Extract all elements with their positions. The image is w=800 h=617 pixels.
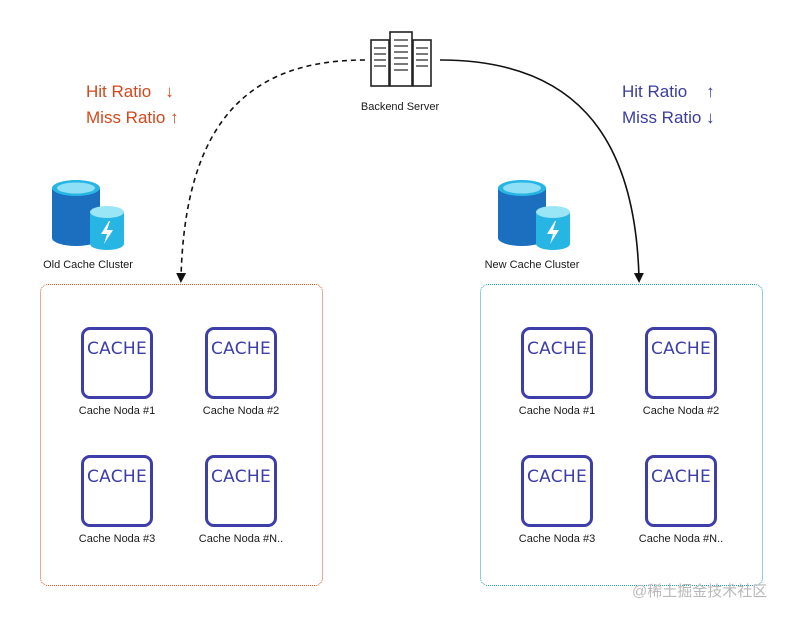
cache-tile: CACHE [205,327,277,399]
new-cluster-ratios: Hit Ratio ↑ Miss Ratio ↓ [622,79,715,131]
cache-node-label: Cache Noda #1 [518,405,596,417]
cache-node-label: Cache Noda #2 [202,405,280,417]
new-cluster-label: New Cache Cluster [484,259,580,271]
server-label: Backend Server [360,101,440,113]
database-cache-icon [52,180,124,250]
hit-ratio-label: Hit Ratio [622,82,688,101]
new-cache-cluster-box: CACHE Cache Noda #1 CACHE Cache Noda #2 … [480,284,763,586]
cache-tile: CACHE [645,455,717,527]
cache-node: CACHE Cache Noda #2 [621,327,741,417]
cache-node-label: Cache Noda #1 [78,405,156,417]
server-rack-icon [370,31,432,87]
miss-ratio-arrow: ↓ [706,108,715,127]
cache-node-label: Cache Noda #N.. [638,533,724,545]
cache-node: CACHE Cache Noda #3 [497,455,617,545]
cache-node: CACHE Cache Noda #1 [497,327,617,417]
cache-tile: CACHE [205,455,277,527]
database-cache-icon [498,180,570,250]
cache-tile: CACHE [81,455,153,527]
cache-node: CACHE Cache Noda #3 [57,455,177,545]
hit-ratio-label: Hit Ratio [86,82,152,101]
cache-tile: CACHE [521,327,593,399]
old-cache-cluster-box: CACHE Cache Noda #1 CACHE Cache Noda #2 … [40,284,323,586]
cache-node-label: Cache Noda #3 [518,533,596,545]
cache-node: CACHE Cache Noda #1 [57,327,177,417]
miss-ratio-label: Miss Ratio [622,108,702,127]
cache-tile: CACHE [521,455,593,527]
watermark: @稀土掘金技术社区 [632,583,768,600]
cache-node-label: Cache Noda #2 [642,405,720,417]
miss-ratio-label: Miss Ratio [86,108,166,127]
cache-tile: CACHE [81,327,153,399]
hit-ratio-arrow: ↓ [165,82,174,101]
old-cluster-ratios: Hit Ratio ↓ Miss Ratio ↑ [86,79,179,131]
cache-node: CACHE Cache Noda #2 [181,327,301,417]
hit-ratio-arrow: ↑ [706,82,715,101]
cache-node-label: Cache Noda #3 [78,533,156,545]
cache-node: CACHE Cache Noda #N.. [181,455,301,545]
miss-ratio-arrow: ↑ [170,108,179,127]
cache-node-label: Cache Noda #N.. [198,533,284,545]
cache-node: CACHE Cache Noda #N.. [621,455,741,545]
cache-tile: CACHE [645,327,717,399]
arrow-to-old-cluster [176,59,366,283]
arrow-to-new-cluster [439,59,644,283]
old-cluster-label: Old Cache Cluster [43,259,133,271]
